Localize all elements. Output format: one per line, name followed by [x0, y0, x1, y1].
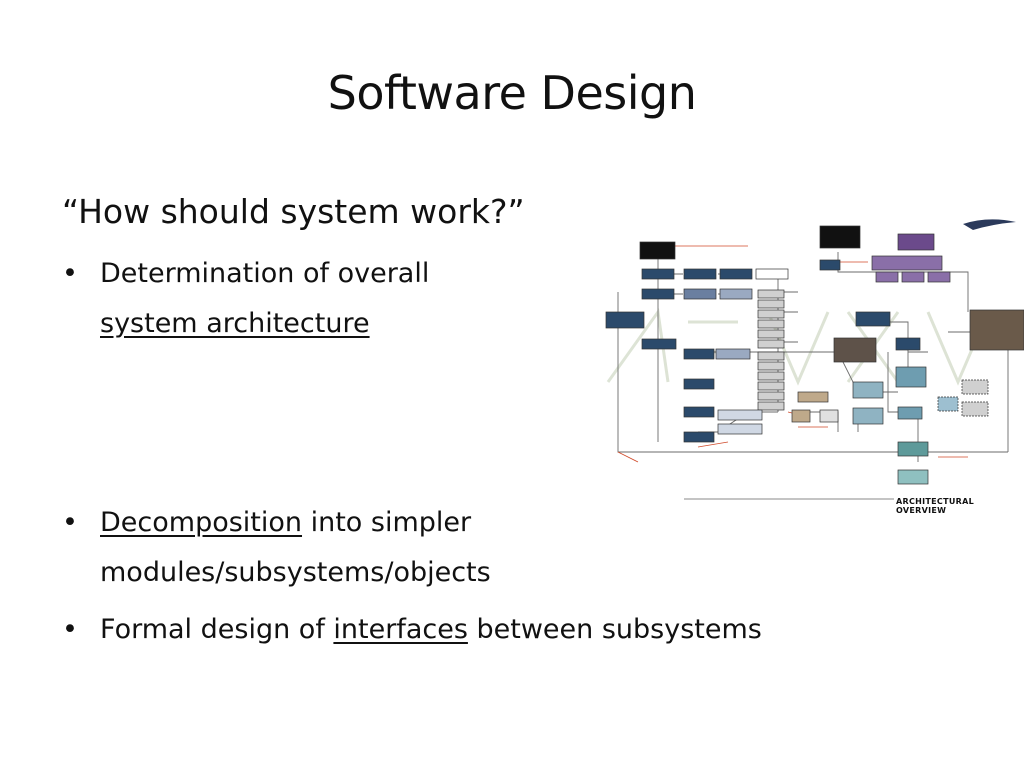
bullet-decomposition: • Decomposition into simpler modules/sub…: [62, 498, 491, 598]
slide-title: Software Design: [327, 66, 697, 120]
bullet-interfaces: • Formal design of interfaces between su…: [62, 605, 762, 655]
interfaces-underlined: interfaces: [333, 614, 468, 645]
bullet-architecture: • Determination of overall system archit…: [62, 249, 429, 349]
decomposition-underlined: Decomposition: [100, 507, 303, 538]
bullet-text-rest: into simpler: [302, 507, 472, 538]
bullet-dot: •: [62, 258, 78, 289]
bullet-dot: •: [62, 614, 78, 645]
slide-lead-question: “How should system work?”: [62, 192, 525, 231]
bullet-text-line2-underlined: system architecture: [100, 308, 370, 339]
bullet-text-line1: Determination of overall: [100, 258, 430, 289]
bullet-text-after: between subsystems: [467, 614, 762, 645]
diagram-caption: ARCHITECTURAL OVERVIEW: [896, 497, 974, 515]
bullet-text-line2: modules/subsystems/objects: [100, 557, 491, 588]
architecture-diagram-image: [605, 219, 1024, 500]
bullet-text-before: Formal design of: [100, 614, 334, 645]
bullet-dot: •: [62, 507, 78, 538]
